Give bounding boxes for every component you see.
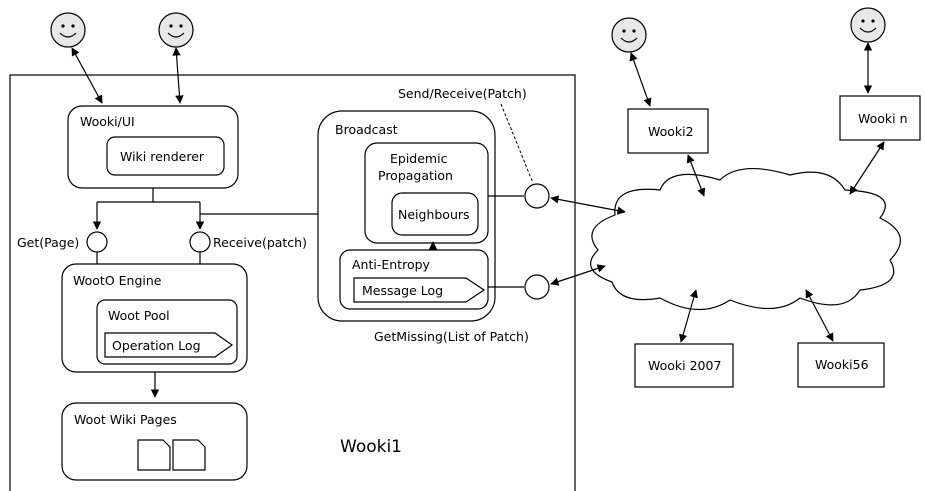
receive-patch-interface bbox=[189, 231, 211, 253]
peer-cloud-arrow bbox=[849, 141, 885, 195]
page-document-icon bbox=[137, 439, 171, 471]
page-document-icon bbox=[172, 439, 206, 471]
user-smiley-icon bbox=[158, 12, 194, 48]
message-log-label: Message Log bbox=[362, 283, 443, 298]
user-peer-arrow bbox=[629, 52, 652, 107]
user-smiley-icon bbox=[50, 12, 86, 48]
wooki-ui-label: Wooki/UI bbox=[80, 114, 135, 129]
peer-label-wooki-n: Wooki n bbox=[858, 111, 908, 126]
network-cloud bbox=[590, 167, 901, 311]
woot-wiki-pages-label: Woot Wiki Pages bbox=[74, 412, 177, 427]
broadcast-label: Broadcast bbox=[335, 122, 398, 137]
peer-label-wooki56: Wooki56 bbox=[815, 357, 869, 372]
neighbours-label: Neighbours bbox=[398, 207, 470, 222]
user-ui-arrow bbox=[71, 47, 103, 104]
wooto-engine-label: WootO Engine bbox=[73, 273, 162, 288]
send-receive-interface bbox=[524, 183, 550, 209]
peer-box-wooki56 bbox=[797, 342, 885, 388]
receive-patch-label: Receive(patch) bbox=[213, 235, 307, 250]
user-smiley-icon bbox=[850, 7, 886, 43]
peer-label-wooki2: Wooki2 bbox=[648, 124, 694, 139]
wiki-renderer-box bbox=[106, 136, 225, 176]
peer-cloud-arrow bbox=[686, 154, 706, 197]
neighbours-box bbox=[391, 192, 479, 236]
operation-log-shape bbox=[104, 332, 234, 358]
peer-cloud-arrow bbox=[679, 289, 698, 343]
epidemic-label-line2: Propagation bbox=[378, 168, 453, 183]
user-ui-arrow bbox=[172, 47, 184, 104]
anti-entropy-label: Anti-Entropy bbox=[352, 257, 431, 272]
message-log-shape bbox=[353, 277, 486, 303]
peer-label-wooki-2007: Wooki 2007 bbox=[648, 358, 721, 373]
peer-cloud-arrow bbox=[805, 289, 834, 342]
wiki-renderer-label: Wiki renderer bbox=[120, 149, 205, 164]
get-page-label: Get(Page) bbox=[17, 235, 79, 250]
wooki1-title: Wooki1 bbox=[340, 437, 402, 457]
operation-log-label: Operation Log bbox=[112, 338, 201, 353]
get-page-interface bbox=[86, 231, 108, 253]
woot-pool-label: Woot Pool bbox=[108, 308, 170, 323]
send-receive-label: Send/Receive(Patch) bbox=[398, 86, 527, 101]
get-missing-label: GetMissing(List of Patch) bbox=[374, 329, 529, 344]
epidemic-label-line1: Epidemic bbox=[390, 151, 448, 166]
peer-box-wooki-n bbox=[839, 95, 921, 141]
get-missing-interface bbox=[524, 274, 550, 300]
user-smiley-icon bbox=[611, 17, 647, 53]
cloud-send-receive-arrow bbox=[550, 195, 626, 215]
cloud-get-missing-arrow bbox=[550, 264, 606, 286]
send-receive-leader bbox=[500, 103, 534, 184]
peer-box-wooki-2007 bbox=[634, 343, 734, 388]
peer-box-wooki2 bbox=[627, 108, 709, 154]
